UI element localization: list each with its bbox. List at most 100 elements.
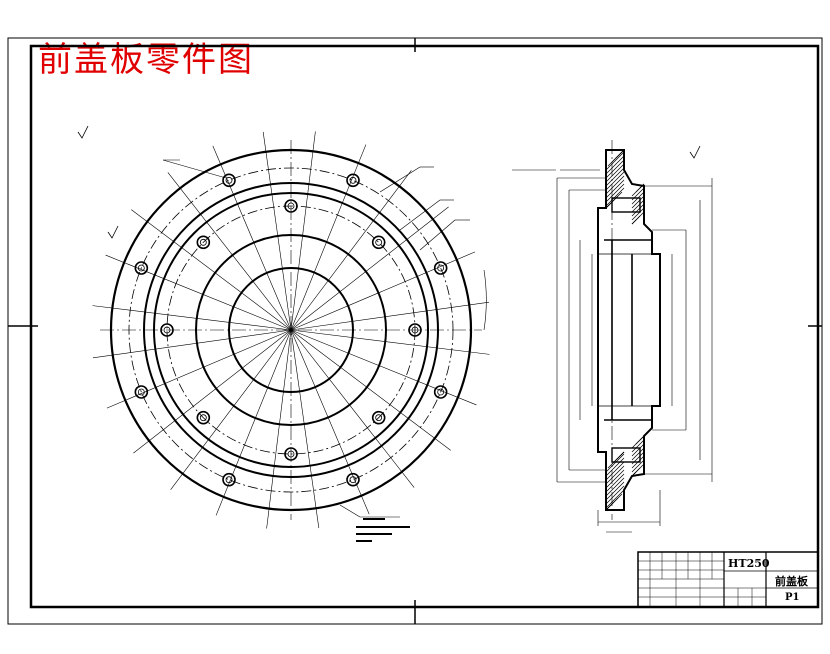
bolt-hole-inner (375, 414, 383, 422)
hatch-line (631, 211, 645, 225)
hatch-line (605, 163, 625, 183)
hatch-line (605, 453, 625, 473)
hatch-line (631, 459, 645, 473)
hatch-line (631, 463, 645, 477)
bolt-hole (284, 447, 298, 461)
hatch-line (605, 183, 625, 203)
bolt-hole (222, 173, 236, 188)
bolt-hole-inner (163, 326, 171, 334)
construction-line (105, 254, 292, 331)
construction-line (290, 170, 412, 331)
bolt-hole-inner (437, 264, 445, 272)
hatch-line (631, 195, 645, 209)
section-view (512, 140, 713, 533)
bolt-hole (196, 410, 211, 425)
construction-line (170, 329, 292, 490)
title-block (637, 551, 819, 608)
bolt-hole (222, 472, 236, 487)
hatch-line (605, 191, 623, 209)
technical-notes (356, 518, 410, 542)
hatch-line (639, 435, 645, 441)
construction-line (92, 305, 292, 331)
hatch-line (605, 457, 625, 477)
part-name-label: 前盖板 (775, 575, 808, 588)
bolt-hole-inner (199, 414, 207, 422)
hatch-line (631, 455, 645, 469)
hatch-line (605, 159, 625, 179)
hatch-line (605, 473, 625, 493)
bolt-hole-inner (349, 476, 357, 484)
bolt-hole (134, 385, 149, 399)
bolt-hole-inner (349, 176, 357, 184)
hatch-line (605, 485, 625, 505)
bolt-hole-inner (137, 388, 145, 396)
bolt-hole (433, 261, 448, 275)
bolt-hole-inner (375, 238, 383, 246)
hatch-line (605, 493, 623, 511)
hatch-line (605, 489, 625, 509)
bolt-hole (284, 199, 298, 213)
construction-line (92, 329, 292, 359)
roughness-symbol-icon (77, 125, 701, 239)
hatch-line (605, 155, 625, 175)
construction-line (290, 329, 370, 515)
construction-line (290, 251, 476, 331)
hatch-line (631, 207, 645, 221)
bolt-hole-inner (199, 238, 207, 246)
construction-line (290, 329, 320, 529)
bolt-hole (134, 261, 149, 275)
hatch-line (605, 465, 625, 485)
hatch-line (631, 203, 645, 217)
bolt-hole (346, 173, 360, 188)
construction-line (290, 301, 490, 331)
bolt-hole-inner (287, 202, 295, 210)
hatch-line (631, 199, 645, 213)
construction-line (290, 329, 451, 451)
bolt-hole (371, 235, 386, 250)
hatch-line (605, 175, 625, 195)
sheet-number-label: P1 (785, 592, 800, 603)
hatch-line (605, 179, 625, 199)
hatch-line (631, 443, 645, 457)
construction-line (131, 209, 292, 331)
bolt-hole (160, 323, 174, 337)
construction-line (290, 329, 415, 488)
construction-line (266, 329, 292, 529)
construction-line (215, 329, 292, 516)
front-view (92, 131, 490, 529)
construction-line (167, 172, 292, 331)
hatch-line (605, 469, 625, 489)
hatch-line (605, 461, 625, 481)
sheet-border (7, 37, 823, 625)
hatch-line (631, 187, 645, 201)
hatch-line (631, 447, 645, 461)
bolt-hole-inner (437, 388, 445, 396)
bolt-hole (346, 472, 360, 487)
hatch-line (619, 149, 625, 155)
bolt-hole-inner (287, 450, 295, 458)
hatch-line (619, 451, 625, 457)
hatch-line (631, 439, 645, 453)
hatch-line (605, 477, 625, 497)
construction-line (290, 144, 367, 331)
construction-line (106, 329, 292, 409)
bolt-hole-inner (225, 476, 233, 484)
construction-line (290, 131, 316, 331)
hatch-line (639, 183, 645, 189)
bolt-hole (408, 323, 422, 337)
hatch-line (605, 167, 625, 187)
hatch-line (605, 151, 625, 171)
bolt-hole (371, 410, 386, 425)
bolt-hole-inner (137, 264, 145, 272)
construction-line (212, 145, 292, 331)
bolt-hole (433, 385, 448, 399)
hatch-line (605, 481, 625, 501)
construction-line (262, 131, 292, 331)
construction-line (133, 329, 292, 454)
hatch-line (631, 191, 645, 205)
construction-line (290, 206, 449, 331)
bolt-hole-inner (225, 176, 233, 184)
hatch-line (631, 451, 645, 465)
hatch-line (605, 187, 625, 207)
